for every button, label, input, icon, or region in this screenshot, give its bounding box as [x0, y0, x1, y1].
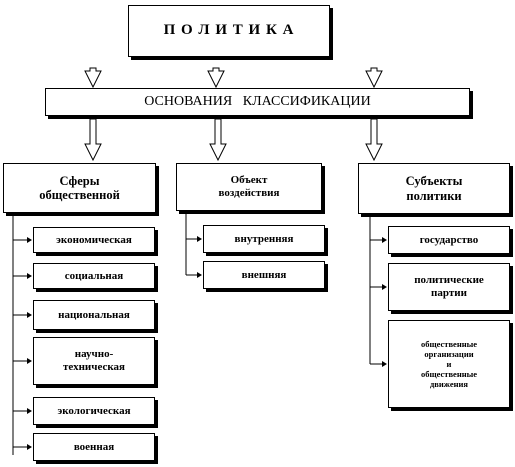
arrow-root-to-basis-icon — [365, 67, 383, 89]
sphere-item-military: военная — [33, 433, 155, 461]
column-header-object: Объект воздействия — [176, 163, 322, 211]
item-label: социальная — [64, 269, 124, 282]
column-header-line: воздействия — [218, 187, 280, 199]
sphere-item-social: социальная — [33, 263, 155, 289]
arrow-basis-to-subjects-icon — [365, 118, 383, 162]
arrow-root-to-basis-icon — [84, 67, 102, 89]
sphere-item-scientific: научно- техническая — [33, 337, 155, 385]
item-label: национальная — [58, 308, 130, 321]
basis-label: ОСНОВАНИЯ КЛАССИФИКАЦИИ — [144, 93, 371, 109]
sphere-item-national: национальная — [33, 300, 155, 330]
column-header-line: общественной — [39, 188, 120, 202]
arrow-basis-to-object-icon — [209, 118, 227, 162]
item-label: движения — [429, 379, 468, 390]
item-label: экологическая — [57, 404, 131, 417]
item-label: внутренняя — [234, 232, 294, 245]
item-label: внешняя — [241, 268, 287, 281]
branch-arrow-icon — [27, 444, 32, 450]
branch-arrow-icon — [27, 312, 32, 318]
item-label: техническая — [63, 361, 125, 373]
item-label: военная — [73, 440, 115, 453]
basis-box: ОСНОВАНИЯ КЛАССИФИКАЦИИ — [45, 88, 470, 116]
column-header-line: Субъекты — [405, 174, 463, 189]
item-label: научно- — [74, 348, 114, 361]
arrow-basis-to-spheres-icon — [84, 118, 102, 162]
arrow-root-to-basis-icon — [207, 67, 225, 89]
branch-arrow-icon — [382, 237, 387, 243]
branch-arrow-icon — [382, 284, 387, 290]
item-label: и — [446, 358, 452, 369]
subject-item-state: государство — [388, 226, 510, 254]
branch-arrow-icon — [197, 236, 202, 242]
item-label: общественные — [420, 338, 478, 349]
column-header-line: Объект — [230, 174, 268, 187]
item-label: общественные — [420, 369, 478, 380]
subject-item-organizations: общественные организации и общественные … — [388, 320, 510, 408]
item-label: экономическая — [56, 233, 132, 246]
column-header-spheres: Сферы общественной — [3, 163, 156, 213]
root-box: П О Л И Т И К А — [128, 5, 330, 57]
object-item-external: внешняя — [203, 261, 325, 289]
column-header-line: политики — [406, 188, 462, 203]
root-label: П О Л И Т И К А — [163, 22, 295, 39]
branch-arrow-icon — [27, 408, 32, 414]
column-header-subjects: Субъекты политики — [358, 163, 510, 214]
branch-arrow-icon — [197, 272, 202, 278]
branch-arrow-icon — [27, 273, 32, 279]
sphere-item-ecological: экологическая — [33, 397, 155, 425]
branch-arrow-icon — [27, 237, 32, 243]
object-item-internal: внутренняя — [203, 225, 325, 253]
sphere-item-economic: экономическая — [33, 227, 155, 253]
branch-arrow-icon — [382, 361, 387, 367]
subject-item-parties: политические партии — [388, 263, 510, 311]
column-header-line: Сферы — [59, 173, 100, 188]
item-label: партии — [431, 287, 467, 299]
branch-arrow-icon — [27, 358, 32, 364]
item-label: организации — [424, 348, 474, 359]
item-label: государство — [419, 233, 479, 246]
item-label: политические — [414, 274, 484, 287]
